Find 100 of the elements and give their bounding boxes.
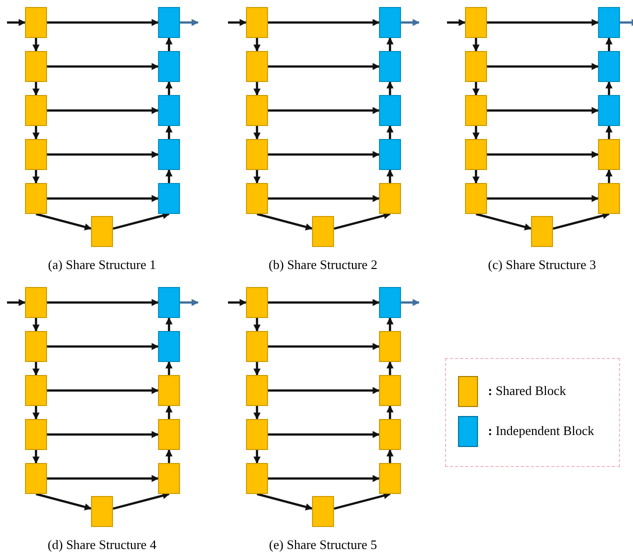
shared-block: [465, 95, 487, 126]
independent-block: [598, 51, 620, 82]
arrow: [268, 194, 380, 202]
arrow: [268, 150, 380, 158]
shared-block: [379, 419, 401, 450]
panel-caption: (b) Share Structure 2: [268, 257, 378, 273]
arrow: [32, 362, 40, 376]
arrow: [165, 125, 173, 139]
shared-block: [246, 375, 268, 406]
arrow: [268, 298, 380, 306]
independent-block: [158, 95, 180, 126]
arrow: [386, 405, 394, 419]
shared-block: [246, 183, 268, 214]
arrow: [268, 474, 380, 482]
arrow: [165, 81, 173, 95]
shared-block: [246, 51, 268, 82]
arrow: [256, 492, 313, 510]
independent-block: [379, 287, 401, 318]
independent-block: [379, 51, 401, 82]
arrow: [36, 212, 92, 230]
shared-block: [246, 463, 268, 494]
independent-block: [379, 95, 401, 126]
shared-block: [598, 139, 620, 170]
arrow: [253, 318, 261, 332]
shared-block: [379, 183, 401, 214]
shared-block: [246, 331, 268, 362]
shared-block: [25, 95, 47, 126]
arrow: [32, 38, 40, 52]
arrow: [32, 450, 40, 464]
shared-block: [158, 463, 180, 494]
shared-block: [379, 375, 401, 406]
independent-block: [598, 7, 620, 38]
legend-label: : Shared Block: [488, 383, 566, 399]
arrow: [386, 81, 394, 95]
arrow: [472, 126, 480, 140]
arrow: [487, 62, 599, 70]
shared-block: [465, 139, 487, 170]
shared-block: [379, 463, 401, 494]
shared-block: [246, 7, 268, 38]
arrow: [268, 18, 380, 26]
arrow: [112, 492, 170, 510]
arrow: [552, 212, 610, 230]
arrow: [180, 298, 199, 306]
arrow: [487, 106, 599, 114]
independent-block: [158, 139, 180, 170]
arrow: [268, 342, 380, 350]
arrow: [386, 169, 394, 183]
arrow: [386, 361, 394, 375]
arrow: [605, 81, 613, 95]
shared-block: [25, 139, 47, 170]
arrow: [228, 298, 247, 306]
arrow: [47, 62, 159, 70]
shared-block: [465, 183, 487, 214]
shared-block: [91, 496, 113, 527]
arrow: [253, 362, 261, 376]
arrow: [165, 317, 173, 331]
shared-block: [465, 51, 487, 82]
arrow: [32, 170, 40, 184]
arrow: [165, 361, 173, 375]
arrow: [47, 298, 159, 306]
independent-block: [158, 183, 180, 214]
shared-block: [312, 216, 334, 247]
arrow: [401, 18, 420, 26]
shared-block: [531, 216, 553, 247]
arrow: [268, 106, 380, 114]
panel-caption: (e) Share Structure 5: [269, 537, 377, 553]
shared-block: [246, 139, 268, 170]
arrow: [7, 18, 26, 26]
arrow: [472, 170, 480, 184]
independent-block: [379, 7, 401, 38]
arrow: [253, 170, 261, 184]
arrow: [605, 125, 613, 139]
arrow: [165, 37, 173, 51]
shared-block: [379, 331, 401, 362]
arrow: [47, 106, 159, 114]
arrow: [253, 450, 261, 464]
shared-block: [598, 183, 620, 214]
arrow: [112, 212, 170, 230]
arrow: [472, 82, 480, 96]
arrow: [47, 474, 159, 482]
independent-block: [158, 331, 180, 362]
independent-block: [158, 287, 180, 318]
shared-block: [25, 287, 47, 318]
panel-caption: (a) Share Structure 1: [48, 257, 156, 273]
arrow: [165, 405, 173, 419]
arrow: [32, 126, 40, 140]
shared-block: [158, 375, 180, 406]
arrow: [165, 449, 173, 463]
arrow: [47, 386, 159, 394]
arrow: [487, 194, 599, 202]
arrow: [268, 62, 380, 70]
arrow: [253, 406, 261, 420]
arrow: [47, 194, 159, 202]
shared-block: [25, 419, 47, 450]
shared-block: [25, 375, 47, 406]
arrow: [386, 317, 394, 331]
arrow: [253, 82, 261, 96]
independent-block: [379, 139, 401, 170]
shared-block: [25, 183, 47, 214]
arrow: [472, 38, 480, 52]
